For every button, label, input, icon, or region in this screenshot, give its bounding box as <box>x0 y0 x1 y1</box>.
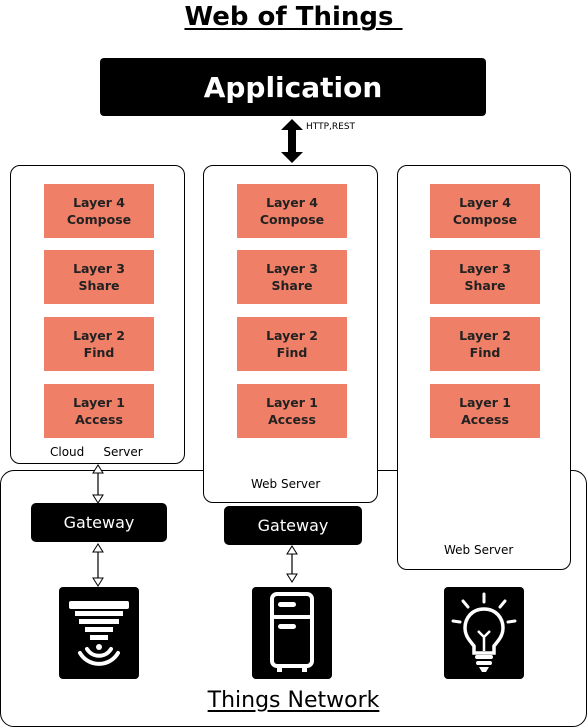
gateway-device-arrow-1 <box>92 543 104 587</box>
cloud-server-label: Cloud Server <box>48 445 145 459</box>
light-bulb-icon <box>451 592 517 672</box>
refrigerator-device <box>252 587 332 679</box>
gateway-device-arrow-2 <box>286 545 298 583</box>
cloud-gateway-arrow <box>92 464 104 504</box>
gateway-box-2: Gateway <box>224 506 362 545</box>
web-server-label-2: Web Server <box>442 543 516 557</box>
smoke-detector-icon <box>69 601 129 666</box>
things-network-label: Things Network <box>207 688 380 713</box>
gateway-box-1: Gateway <box>31 503 167 542</box>
smoke-detector-device <box>59 587 139 679</box>
protocol-label: HTTP,REST <box>306 122 356 132</box>
gateway-label-2: Gateway <box>257 516 329 535</box>
web-server-label-1: Web Server <box>249 477 323 491</box>
diagram-title: Web of Things <box>184 2 403 32</box>
app-server-arrow <box>281 119 303 163</box>
light-bulb-device <box>444 587 524 679</box>
application-box: Application <box>100 58 486 116</box>
gateway-label-1: Gateway <box>63 513 135 532</box>
application-label: Application <box>203 70 383 104</box>
refrigerator-icon <box>270 592 314 672</box>
